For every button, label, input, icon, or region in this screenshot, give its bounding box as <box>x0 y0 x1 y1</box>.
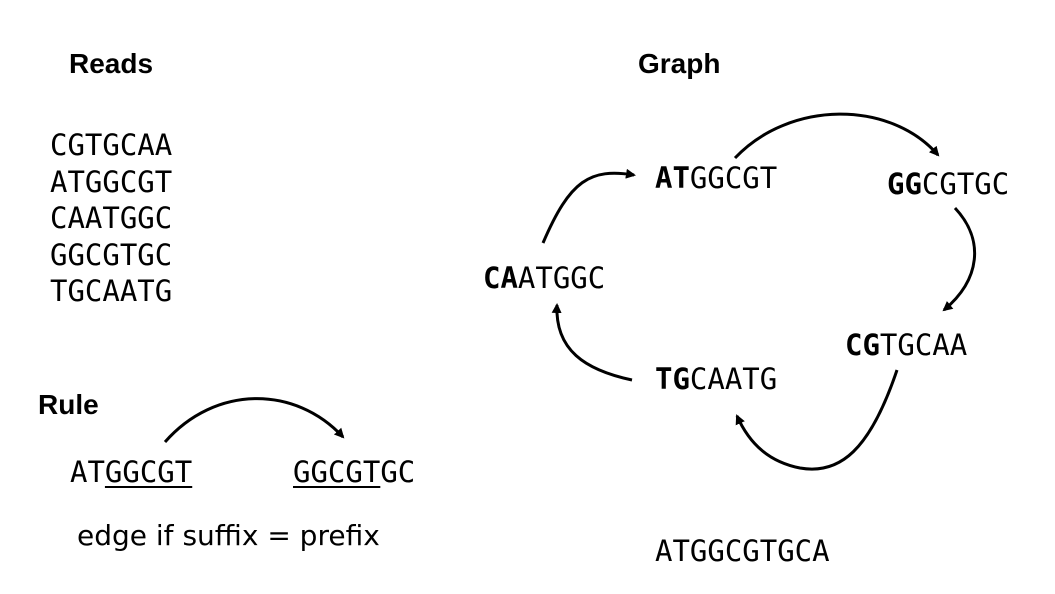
graph-heading: Graph <box>638 48 721 79</box>
node-overlap: TG <box>655 362 690 396</box>
rule-right-suffix: GC <box>380 455 416 489</box>
rule-caption: edge if suffix = prefix <box>77 519 380 552</box>
node-atggcgt: ATGGCGT <box>655 164 777 193</box>
node-rest: ATGGC <box>517 261 606 295</box>
node-rest: GGCGT <box>689 161 778 195</box>
edge-ggcgtgc-cgtgcaa <box>942 206 977 312</box>
rule-arrow <box>163 397 345 443</box>
read-item: GGCGTGC <box>50 237 173 272</box>
node-overlap: AT <box>655 161 690 195</box>
rule-left-sequence: ATGGCGT <box>70 458 192 487</box>
node-tgcaatg: TGCAATG <box>655 365 777 394</box>
node-rest: TGCAA <box>879 328 968 362</box>
read-item: CGTGCAA <box>50 128 173 162</box>
edge-tgcaatg-caatggc <box>551 303 633 382</box>
node-rest: CGTGC <box>921 167 1010 201</box>
node-caatggc: CAATGGC <box>483 264 605 293</box>
read-item: ATGGCGT <box>50 164 173 199</box>
rule-heading: Rule <box>38 389 99 420</box>
rule-right-prefix: GGCGT <box>293 455 381 489</box>
rule-left-suffix: GGCGT <box>104 455 193 489</box>
assembled-sequence: ATGGCGTGCA <box>655 534 830 568</box>
reads-heading: Reads <box>69 48 154 79</box>
node-overlap: CA <box>483 261 518 295</box>
node-cgtgcaa: CGTGCAA <box>845 331 967 360</box>
node-overlap: GG <box>887 167 922 201</box>
node-ggcgtgc: GGCGTGC <box>887 170 1009 199</box>
read-item: CAATGGC <box>50 201 173 235</box>
edge-atggcgt-ggcgtgc <box>733 112 940 160</box>
reads-list: CGTGCAA ATGGCGT CAATGGC GGCGTGC TGCAATG <box>50 127 172 310</box>
read-item: TGCAATG <box>50 274 173 308</box>
node-rest: CAATG <box>689 362 778 396</box>
rule-right-sequence: GGCGTGC <box>293 458 415 487</box>
node-overlap: CG <box>845 328 880 362</box>
edge-cgtgcaa-tgcaatg <box>735 369 899 471</box>
rule-left-prefix: AT <box>70 455 105 489</box>
edge-caatggc-atggcgt <box>541 168 636 244</box>
